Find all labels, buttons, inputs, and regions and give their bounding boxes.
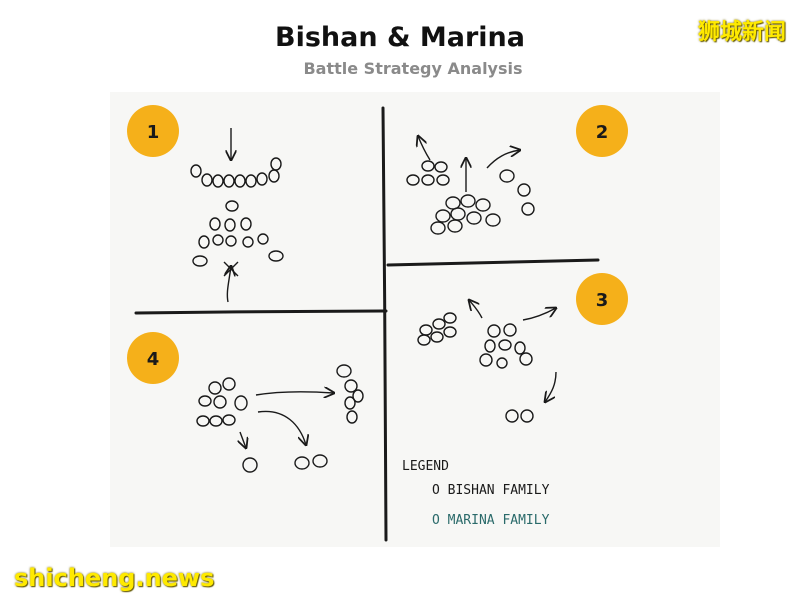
q2-main-cluster bbox=[430, 194, 501, 235]
badge-2: 2 bbox=[576, 105, 628, 157]
badge-4-label: 4 bbox=[147, 349, 160, 370]
q4-arrow-right bbox=[255, 392, 334, 395]
q1-formation-cluster bbox=[192, 200, 284, 267]
badge-2-label: 2 bbox=[596, 122, 609, 143]
quadrant-3-sketch bbox=[417, 300, 557, 423]
page-title: Bishan & Marina bbox=[274, 22, 525, 53]
q4-right-group bbox=[336, 364, 364, 424]
badge-1: 1 bbox=[127, 105, 179, 157]
badge-3: 3 bbox=[576, 273, 628, 325]
quadrant-2-sketch bbox=[406, 136, 535, 235]
horizontal-divider-right bbox=[386, 258, 600, 267]
legend: LEGEND O BISHAN FAMILY O MARINA FAMILY bbox=[402, 459, 550, 528]
q4-left-cluster bbox=[196, 377, 248, 427]
q2-arrow-left-up bbox=[418, 136, 431, 161]
badge-4: 4 bbox=[127, 332, 179, 384]
badge-3-label: 3 bbox=[596, 290, 609, 311]
divider-lines bbox=[134, 106, 600, 542]
q3-left-group bbox=[417, 312, 457, 346]
badge-1-label: 1 bbox=[147, 122, 160, 143]
q2-arrow-right-up bbox=[486, 150, 520, 169]
q1-formation-line bbox=[190, 157, 282, 188]
q2-left-group bbox=[406, 160, 450, 186]
legend-heading: LEGEND bbox=[402, 459, 449, 474]
watermark-top-right: 狮城新闻 bbox=[697, 20, 786, 45]
legend-marina: O MARINA FAMILY bbox=[432, 513, 550, 528]
page-subtitle: Battle Strategy Analysis bbox=[303, 59, 523, 78]
q3-arrow-down bbox=[545, 371, 557, 402]
strategy-board bbox=[110, 92, 720, 547]
q3-main-cluster bbox=[479, 323, 533, 369]
q4-bottom-groups bbox=[242, 454, 328, 473]
q3-bottom-group bbox=[505, 409, 534, 423]
horizontal-divider-left bbox=[134, 309, 388, 315]
q3-arrow-up bbox=[469, 300, 483, 319]
q4-arrow-short-down bbox=[240, 431, 246, 448]
vertical-divider bbox=[381, 106, 388, 542]
quadrant-1-sketch bbox=[190, 128, 284, 303]
watermark-bottom-left: shicheng.news bbox=[14, 564, 215, 592]
q1-arrow-up bbox=[227, 266, 231, 303]
legend-bishan: O BISHAN FAMILY bbox=[432, 483, 550, 498]
q4-arrow-curve-down bbox=[257, 410, 306, 445]
q3-arrow-right bbox=[522, 308, 556, 321]
quadrant-4-sketch bbox=[196, 364, 364, 473]
q2-right-group bbox=[499, 169, 535, 216]
